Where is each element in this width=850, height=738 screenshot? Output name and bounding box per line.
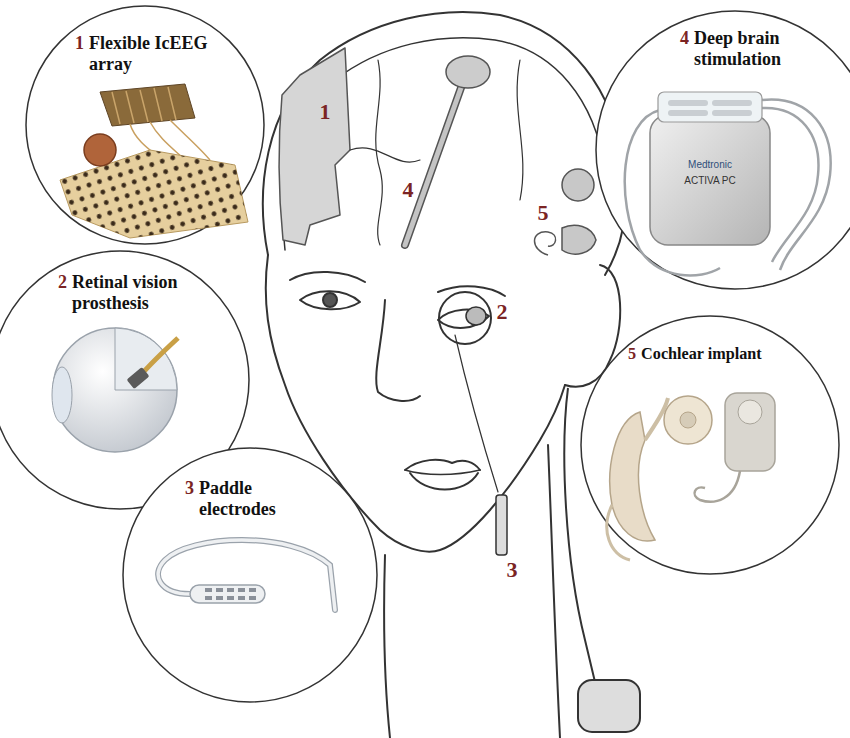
callout-number: 3 bbox=[185, 478, 194, 499]
label-holder: 2 bbox=[497, 301, 508, 323]
callout-circle: 5 Cochlear implant bbox=[580, 315, 840, 575]
circle-shape bbox=[123, 448, 377, 702]
callout-number: 1 bbox=[75, 33, 84, 54]
callout-circle: 3Paddle electrodes bbox=[122, 447, 378, 703]
callout-number: 2 bbox=[497, 301, 508, 323]
paddle-on-neck bbox=[496, 495, 507, 555]
callout-title: Paddle electrodes bbox=[199, 478, 294, 519]
callout-caption: 5 Cochlear implant bbox=[628, 345, 762, 364]
callout-number: 4 bbox=[403, 179, 414, 201]
callout-caption: 4Deep brain stimulation bbox=[680, 28, 794, 69]
callout-number: 3 bbox=[507, 559, 518, 581]
callout-circle: 1Flexible IcEEG array bbox=[25, 5, 265, 245]
callout-title: Cochlear implant bbox=[641, 345, 762, 364]
pulse-generator-picture bbox=[625, 92, 831, 275]
callout-title: Deep brain stimulation bbox=[694, 28, 794, 69]
circle-shape bbox=[26, 6, 264, 244]
callout-title: Retinal vision prosthesis bbox=[72, 272, 184, 313]
callout-number: 5 bbox=[628, 345, 636, 364]
callout-caption: 3Paddle electrodes bbox=[185, 478, 294, 519]
label-holder: 1 bbox=[320, 101, 331, 123]
label-holder: Medtronic bbox=[688, 160, 732, 170]
label-holder: 5 bbox=[538, 202, 549, 224]
callout-number: 1 bbox=[320, 101, 331, 123]
brand-label: Medtronic bbox=[688, 160, 732, 170]
callout-number: 2 bbox=[58, 272, 67, 293]
retinal-prosthesis-picture bbox=[52, 328, 178, 452]
model-label: ACTIVA PC bbox=[684, 176, 736, 186]
callout-title: Flexible IcEEG array bbox=[89, 33, 214, 74]
dbs-lead bbox=[405, 56, 490, 245]
callout-circle: 4Deep brain stimulation bbox=[595, 10, 850, 290]
circle-shape bbox=[581, 316, 839, 574]
callout-number: 4 bbox=[680, 28, 689, 49]
callout-caption: 2Retinal vision prosthesis bbox=[58, 272, 184, 313]
circle-shape bbox=[596, 11, 850, 289]
label-holder: 4 bbox=[403, 179, 414, 201]
label-holder: ACTIVA PC bbox=[684, 176, 736, 186]
callout-number: 5 bbox=[538, 202, 549, 224]
paddle-electrode-picture bbox=[158, 540, 335, 610]
label-holder: 3 bbox=[507, 559, 518, 581]
cochlear-implant-picture bbox=[607, 393, 775, 560]
callout-caption: 1Flexible IcEEG array bbox=[75, 33, 214, 74]
cochlear-parts bbox=[535, 169, 597, 255]
iceeg-array-picture bbox=[60, 84, 248, 238]
